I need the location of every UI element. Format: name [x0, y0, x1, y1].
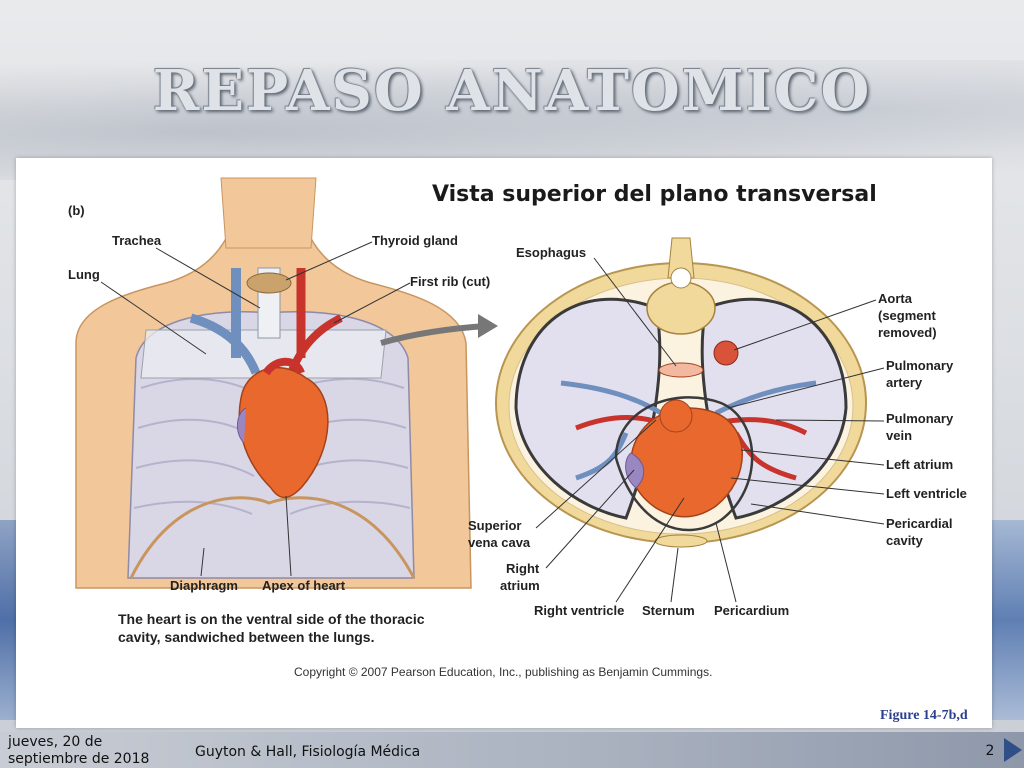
- footer-date: jueves, 20 de septiembre de 2018: [8, 734, 178, 768]
- torso-illustration: [75, 177, 472, 589]
- figure-number: Figure 14-7b,d: [880, 708, 968, 723]
- label-sternum: Sternum: [642, 603, 695, 618]
- label-pulmonary-vein-line-1: Pulmonary: [886, 411, 954, 426]
- label-lung: Lung: [68, 267, 100, 282]
- slide-title: REPASO ANATOMICO: [152, 58, 872, 124]
- label-pulmonary-vein-line-2: vein: [886, 428, 912, 443]
- label-trachea: Trachea: [112, 233, 162, 248]
- label-right-atrium-line-1: Right: [506, 561, 540, 576]
- label-first-rib: First rib (cut): [410, 274, 490, 289]
- footer-bar: [0, 732, 1024, 768]
- label-apex-of-heart: Apex of heart: [262, 578, 346, 593]
- page-number: 2: [985, 743, 995, 759]
- label-diaphragm: Diaphragm: [170, 578, 238, 593]
- label-aorta-line-3: removed): [878, 325, 937, 340]
- label-svc-line-2: vena cava: [468, 535, 531, 550]
- label-left-atrium: Left atrium: [886, 457, 953, 472]
- label-right-atrium-line-2: atrium: [500, 578, 540, 593]
- footer-date-line-1: jueves, 20 de: [8, 734, 103, 750]
- arrow-icon: [380, 323, 487, 346]
- caption-line-2: cavity, sandwiched between the lungs.: [118, 629, 374, 645]
- background-accent-left: [0, 520, 16, 720]
- label-esophagus: Esophagus: [516, 245, 586, 260]
- label-aorta-line-2: (segment: [878, 308, 936, 323]
- slide-corner-icon: [1004, 738, 1022, 762]
- figure-heading: Vista superior del plano transversal: [432, 182, 877, 207]
- label-left-ventricle: Left ventricle: [886, 486, 967, 501]
- label-svc-line-1: Superior: [468, 518, 521, 533]
- label-right-ventricle: Right ventricle: [534, 603, 624, 618]
- figure-panel: (b) Trachea Thyroid gland Lung First rib…: [16, 158, 992, 728]
- footer-date-line-2: septiembre de 2018: [8, 751, 150, 767]
- background-accent-right: [992, 520, 1024, 720]
- anatomy-figure: (b) Trachea Thyroid gland Lung First rib…: [68, 177, 968, 723]
- transverse-section: [495, 237, 867, 548]
- label-pulmonary-artery-line-2: artery: [886, 375, 923, 390]
- panel-label: (b): [68, 203, 85, 218]
- label-pericardial-line-2: cavity: [886, 533, 924, 548]
- label-pericardial-line-1: Pericardial: [886, 516, 953, 531]
- copyright-note: Copyright © 2007 Pearson Education, Inc.…: [294, 665, 712, 679]
- footer-source: Guyton & Hall, Fisiología Médica: [195, 744, 421, 760]
- label-aorta-line-1: Aorta: [878, 291, 913, 306]
- label-pulmonary-artery-line-1: Pulmonary: [886, 358, 954, 373]
- label-thyroid-gland: Thyroid gland: [372, 233, 458, 248]
- caption-line-1: The heart is on the ventral side of the …: [118, 611, 425, 627]
- label-pericardium: Pericardium: [714, 603, 789, 618]
